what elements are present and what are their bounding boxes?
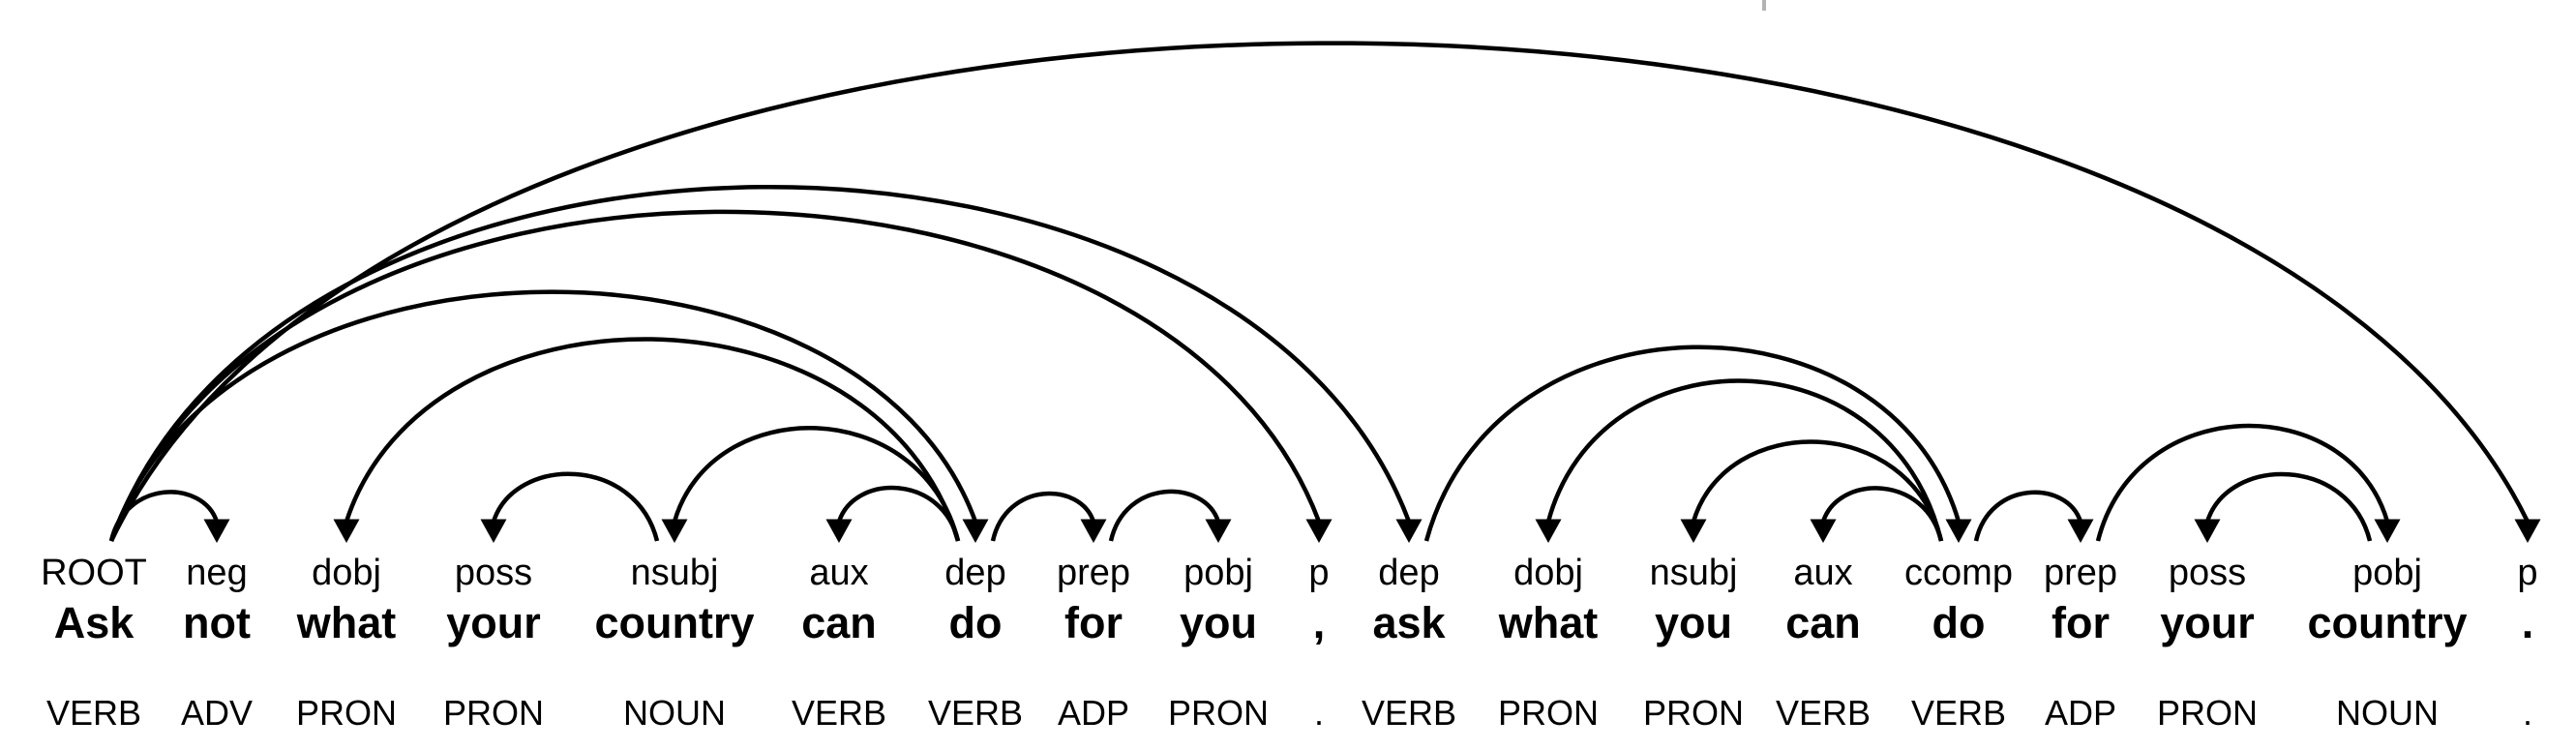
arrowhead-icon (1395, 519, 1423, 543)
stray-caret-artifact (1762, 0, 1766, 11)
dependency-arc-nsubj (1691, 439, 1944, 542)
pos-tag: PRON (296, 693, 397, 733)
arrowhead-icon (1945, 519, 1972, 543)
token-word: , (1313, 598, 1326, 647)
dep-label: pobj (1183, 553, 1253, 593)
pos-tag: NOUN (623, 693, 726, 733)
pos-tag: PRON (1643, 693, 1744, 733)
token-word: can (801, 598, 877, 647)
dependency-arc-dep (108, 185, 1412, 542)
dependency-arc-aux (1820, 486, 1944, 542)
dependency-arc-dobj (1545, 378, 1944, 542)
pos-tag: VERB (46, 693, 141, 733)
token-word: . (2522, 598, 2534, 647)
arrowhead-icon (1305, 519, 1333, 543)
dep-label: nsubj (631, 553, 719, 593)
token-word: Ask (54, 598, 135, 647)
dep-label: dep (1378, 553, 1439, 593)
token-word: do (1932, 598, 1986, 647)
pos-tag: ADP (1058, 693, 1129, 733)
token-word: what (296, 598, 397, 647)
dependency-arc-dep (108, 289, 978, 542)
dependency-arc-nsubj (672, 426, 961, 542)
token-word: country (2307, 598, 2467, 647)
arrowhead-icon (333, 519, 360, 543)
arrowhead-icon (2374, 519, 2401, 543)
pos-tag: PRON (2157, 693, 2258, 733)
dep-label: nsubj (1650, 553, 1738, 593)
token-word: for (2052, 598, 2110, 647)
arrowhead-icon (2194, 519, 2221, 543)
token-word: do (949, 598, 1003, 647)
arrowhead-icon (2067, 519, 2094, 543)
dependency-arc-ccomp (1423, 345, 1962, 542)
token-word: country (594, 598, 754, 647)
dep-label: dobj (312, 553, 381, 593)
dep-label: prep (2044, 553, 2117, 593)
dep-label: prep (1057, 553, 1130, 593)
pos-tag: . (2523, 693, 2532, 733)
pos-tag: VERB (928, 693, 1023, 733)
token-word: you (1655, 598, 1732, 647)
dep-label: aux (809, 553, 868, 593)
dep-label: ccomp (1904, 553, 2013, 593)
dependency-arc-aux (836, 485, 961, 542)
pos-tag: . (1314, 693, 1324, 733)
pos-tag: PRON (443, 693, 544, 733)
dependency-arc-pobj (2095, 423, 2390, 542)
pos-tag: VERB (1362, 693, 1456, 733)
dep-label: poss (455, 553, 532, 593)
dependency-arc-pobj (1108, 489, 1221, 542)
token-word: for (1064, 598, 1123, 647)
token-word: you (1180, 598, 1257, 647)
token-word: your (446, 598, 541, 647)
pos-tag: VERB (1776, 693, 1871, 733)
dep-label: dep (944, 553, 1005, 593)
dep-label: pobj (2352, 553, 2422, 593)
token-word: not (183, 598, 251, 647)
dep-label: p (2517, 553, 2537, 593)
token-word: ask (1372, 598, 1446, 647)
dependency-arc-prep (1973, 490, 2083, 542)
token-word: what (1498, 598, 1599, 647)
dep-label: aux (1793, 553, 1852, 593)
dep-label: poss (2169, 553, 2246, 593)
token-word: your (2160, 598, 2255, 647)
pos-tag: VERB (1911, 693, 2006, 733)
dep-label: neg (186, 553, 247, 593)
arrowhead-icon (1080, 519, 1107, 543)
dependency-arc-p (108, 41, 2531, 542)
arrowhead-icon (480, 519, 507, 543)
dependency-arc-p (108, 209, 1322, 542)
arrowhead-icon (203, 519, 230, 543)
dep-label: ROOT (41, 553, 147, 593)
pos-tag: ADP (2045, 693, 2116, 733)
dependency-arc-prep (990, 491, 1096, 542)
pos-tag: NOUN (2336, 693, 2439, 733)
arrowhead-icon (1535, 519, 1562, 543)
pos-tag: ADV (181, 693, 253, 733)
dependency-arc-poss (2204, 471, 2373, 542)
dep-label: p (1308, 553, 1329, 593)
arrowhead-icon (2514, 519, 2541, 543)
pos-tag: PRON (1168, 693, 1269, 733)
arrowhead-icon (825, 519, 853, 543)
arrowhead-icon (962, 519, 989, 543)
arrowhead-icon (661, 519, 688, 543)
token-word: can (1785, 598, 1861, 647)
arrowhead-icon (1810, 519, 1837, 543)
dependency-arc-poss (491, 471, 660, 542)
pos-tag: PRON (1498, 693, 1599, 733)
dependency-arc-dobj (344, 337, 961, 542)
arrowhead-icon (1680, 519, 1707, 543)
pos-tag: VERB (792, 693, 886, 733)
arrowhead-icon (1205, 519, 1232, 543)
dep-label: dobj (1513, 553, 1583, 593)
